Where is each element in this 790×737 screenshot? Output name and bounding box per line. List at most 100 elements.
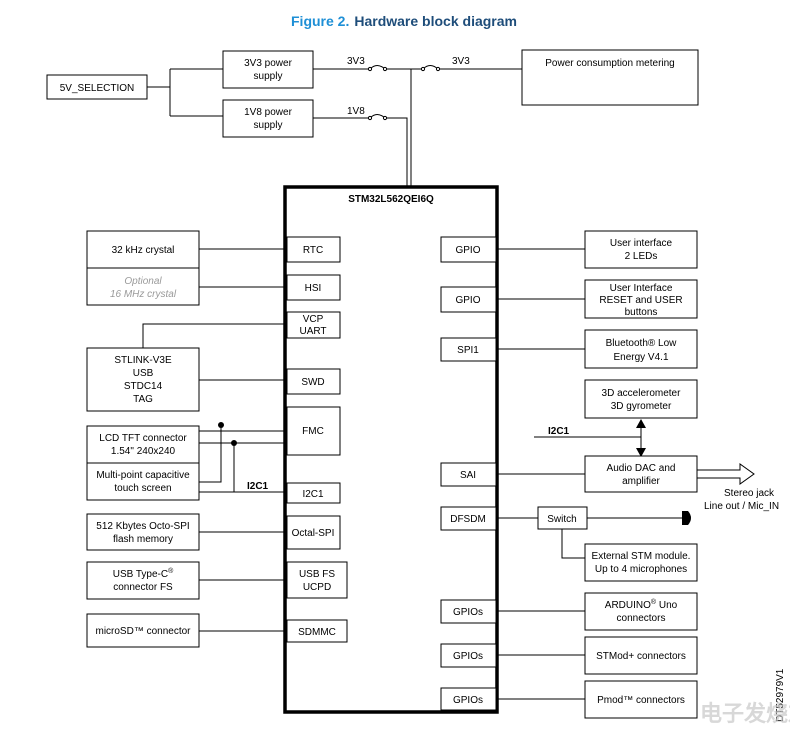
arduino-line1: ARDUINO® Uno (605, 598, 678, 611)
port-gpio-leds (440, 236, 497, 263)
port-i2c1-label: I2C1 (302, 489, 324, 500)
port-fmc (286, 406, 341, 456)
crystal-16mhz-line2: 16 MHz crystal (110, 289, 177, 300)
port-rtc-label: RTC (303, 245, 323, 256)
arduino-line2: connectors (617, 613, 666, 624)
ui-buttons-line1: User Interface (610, 283, 673, 294)
5v-selection-label: 5V_SELECTION (60, 83, 134, 94)
usbc-line1: USB Type-C® (113, 567, 174, 580)
ui-leds-line2: 2 LEDs (625, 251, 658, 262)
port-sdmmc-label: SDMMC (298, 627, 336, 638)
audio-dac-line1: Audio DAC and (607, 463, 676, 474)
stlink-box (86, 347, 200, 412)
ble-box (584, 329, 698, 369)
port-usbfs-ucpd (286, 561, 348, 599)
port-gpios-pmod-label: GPIOs (453, 695, 483, 706)
external-mic-line1: External STM module. (592, 551, 691, 562)
accel-line1: 3D accelerometer (602, 388, 682, 399)
external-mic-box (584, 543, 698, 582)
watermark-logo: 电子发烧友 (700, 701, 790, 726)
document-id: DT52979V1 (775, 668, 786, 722)
ui-buttons-line2: RESET and USER (599, 295, 682, 306)
stlink-line4: TAG (133, 394, 153, 405)
port-gpio-buttons-label: GPIO (455, 295, 480, 306)
stmod-box (584, 636, 698, 675)
3v3-jumper-a-icon (369, 65, 386, 70)
i2c-down-arrow-icon (636, 448, 646, 457)
i2c-up-arrow-icon (636, 419, 646, 428)
ui-buttons-line3: buttons (625, 307, 658, 318)
stlink-line1: STLINK-V3E (114, 355, 172, 366)
port-swd (286, 368, 341, 395)
vcp-wire (142, 323, 287, 348)
power-metering-box (521, 49, 699, 106)
figure-number: Figure 2. (291, 13, 349, 29)
3v3-supply-box (222, 50, 314, 89)
mcu-name: STM32L562QEI6Q (348, 194, 434, 205)
port-dfsdm-label: DFSDM (450, 514, 486, 525)
fmc-wires (199, 430, 287, 444)
crystal-16mhz-box (86, 267, 200, 306)
figure-caption: Hardware block diagram (354, 13, 517, 29)
crystal-32khz-label: 32 kHz crystal (112, 245, 175, 256)
ui-leds-line1: User interface (610, 238, 673, 249)
port-vcp-uart (286, 311, 341, 339)
power-metering-label: Power consumption metering (545, 58, 675, 69)
port-ucpd-label: UCPD (303, 582, 331, 593)
port-spi1-label: SPI1 (457, 345, 479, 356)
arduino-box (584, 592, 698, 631)
stlink-line2: USB (133, 368, 154, 379)
ble-line1: Bluetooth® Low (606, 338, 678, 349)
port-sai-label: SAI (460, 470, 476, 481)
i2c1-left-label: I2C1 (247, 481, 269, 492)
3v3-supply-line1: 3V3 power (244, 58, 292, 69)
port-gpios-stmod-label: GPIOs (453, 651, 483, 662)
stereo-jack-line1: Stereo jack (724, 488, 775, 499)
port-uart-label: UART (299, 326, 326, 337)
i2c1-right-label: I2C1 (548, 426, 570, 437)
1v8-rail (313, 117, 408, 187)
5v-selection-box (46, 74, 148, 100)
1v8-supply-line2: supply (254, 120, 283, 131)
accel-line2: 3D gyrometer (611, 401, 672, 412)
1v8-net-label: 1V8 (347, 106, 365, 117)
stereo-jack-line2: Line out / Mic_IN (704, 501, 779, 512)
usbc-box (86, 561, 200, 600)
port-octal-spi-label: Octal-SPI (292, 528, 335, 539)
flash-box (86, 513, 200, 551)
lcd-line1: LCD TFT connector (99, 433, 187, 444)
touch-line1: Multi-point capacitive (96, 470, 190, 481)
3v3-jumper-b-icon (422, 65, 439, 70)
lcd-box (86, 425, 200, 464)
3v3-net-label-b: 3V3 (452, 56, 470, 67)
port-usbfs-label: USB FS (299, 569, 335, 580)
port-vcp-label: VCP (303, 314, 324, 325)
accel-gyro-box (584, 379, 698, 419)
1v8-supply-box (222, 99, 314, 138)
port-i2c1 (286, 482, 341, 504)
port-hsi-label: HSI (305, 283, 322, 294)
figure-title: Figure 2. Hardware block diagram (291, 13, 517, 29)
port-swd-label: SWD (301, 377, 324, 388)
pmod-label: Pmod™ connectors (597, 695, 685, 706)
audio-output-arrow-icon (696, 463, 755, 485)
1v8-jumper-icon (369, 114, 386, 119)
usbc-line2: connector FS (113, 582, 173, 593)
microsd-label: microSD™ connector (95, 626, 191, 637)
touch-box (86, 462, 200, 501)
ui-buttons-box (584, 279, 698, 319)
port-gpio-leds-label: GPIO (455, 245, 480, 256)
ui-leds-box (584, 230, 698, 269)
switch-label: Switch (547, 514, 576, 525)
touch-wires (199, 425, 235, 493)
1v8-supply-line1: 1V8 power (244, 107, 292, 118)
stlink-line3: STDC14 (124, 381, 163, 392)
external-mic-line2: Up to 4 microphones (595, 564, 687, 575)
microphone-jack-icon (682, 511, 691, 525)
3v3-net-label-a: 3V3 (347, 56, 365, 67)
port-fmc-label: FMC (302, 426, 324, 437)
touch-line2: touch screen (114, 483, 171, 494)
ble-line2: Energy V4.1 (613, 352, 668, 363)
port-gpios-arduino-label: GPIOs (453, 607, 483, 618)
